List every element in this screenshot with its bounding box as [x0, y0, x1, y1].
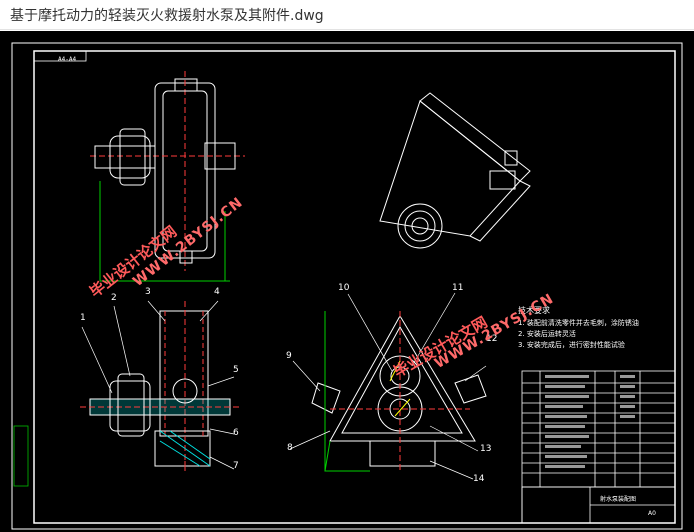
technical-notes: 技术要求 1. 装配前清洗零件并去毛刺，涂防锈油 2. 安装后运转灵活 3. 安…: [518, 305, 658, 351]
title-block: [521, 370, 676, 524]
part-number-label: 4: [214, 287, 220, 297]
part-number-label: 9: [286, 351, 292, 361]
pump-isometric-view: [379, 92, 531, 249]
part-number-label: 14: [473, 474, 485, 484]
drawing-viewer[interactable]: A4-A4 1 2 3 4 5 6 7 8 9 10 11 12 13 14 技…: [0, 31, 694, 532]
pump-side-view: [311, 311, 487, 472]
notes-heading: 技术要求: [518, 306, 550, 315]
sheet-tag-box: [33, 50, 87, 62]
part-number-label: 2: [111, 293, 117, 303]
note-line: 1. 装配前清洗零件并去毛刺，涂防锈油: [518, 319, 639, 327]
title-block-fill: [545, 375, 635, 468]
sheet-tag: A4-A4: [58, 56, 77, 63]
part-number-label: 5: [233, 365, 239, 375]
part-number-label: 3: [145, 287, 151, 297]
part-number-label: 7: [233, 461, 239, 471]
part-number-label: 12: [486, 334, 498, 344]
cad-drawing-canvas: [11, 42, 683, 530]
part-number-label: 10: [338, 283, 350, 293]
pump-section-view: [80, 301, 240, 471]
note-line: 2. 安装后运转灵活: [518, 330, 576, 338]
layer-legend: [13, 425, 29, 487]
part-number-label: 13: [480, 444, 492, 454]
part-number-label: 6: [233, 428, 239, 438]
window-title: 基于摩托动力的轻装灭火救援射水泵及其附件.dwg: [10, 7, 324, 24]
pump-front-view: [90, 71, 245, 282]
part-number-label: 1: [80, 313, 86, 323]
note-line: 3. 安装完成后，进行密封性能试验: [518, 341, 625, 349]
title-block-name: 射水泵装配图: [600, 496, 637, 503]
part-number-label: 11: [452, 283, 464, 293]
sheet-outer-border: [11, 42, 683, 530]
part-number-label: 8: [287, 443, 293, 453]
section-leaders: [81, 300, 235, 470]
window-titlebar: 基于摩托动力的轻装灭火救援射水泵及其附件.dwg: [0, 0, 694, 30]
side-view-leaders: [289, 292, 487, 480]
sheet-inner-border: [33, 50, 676, 524]
title-block-scale: A0: [648, 510, 656, 517]
